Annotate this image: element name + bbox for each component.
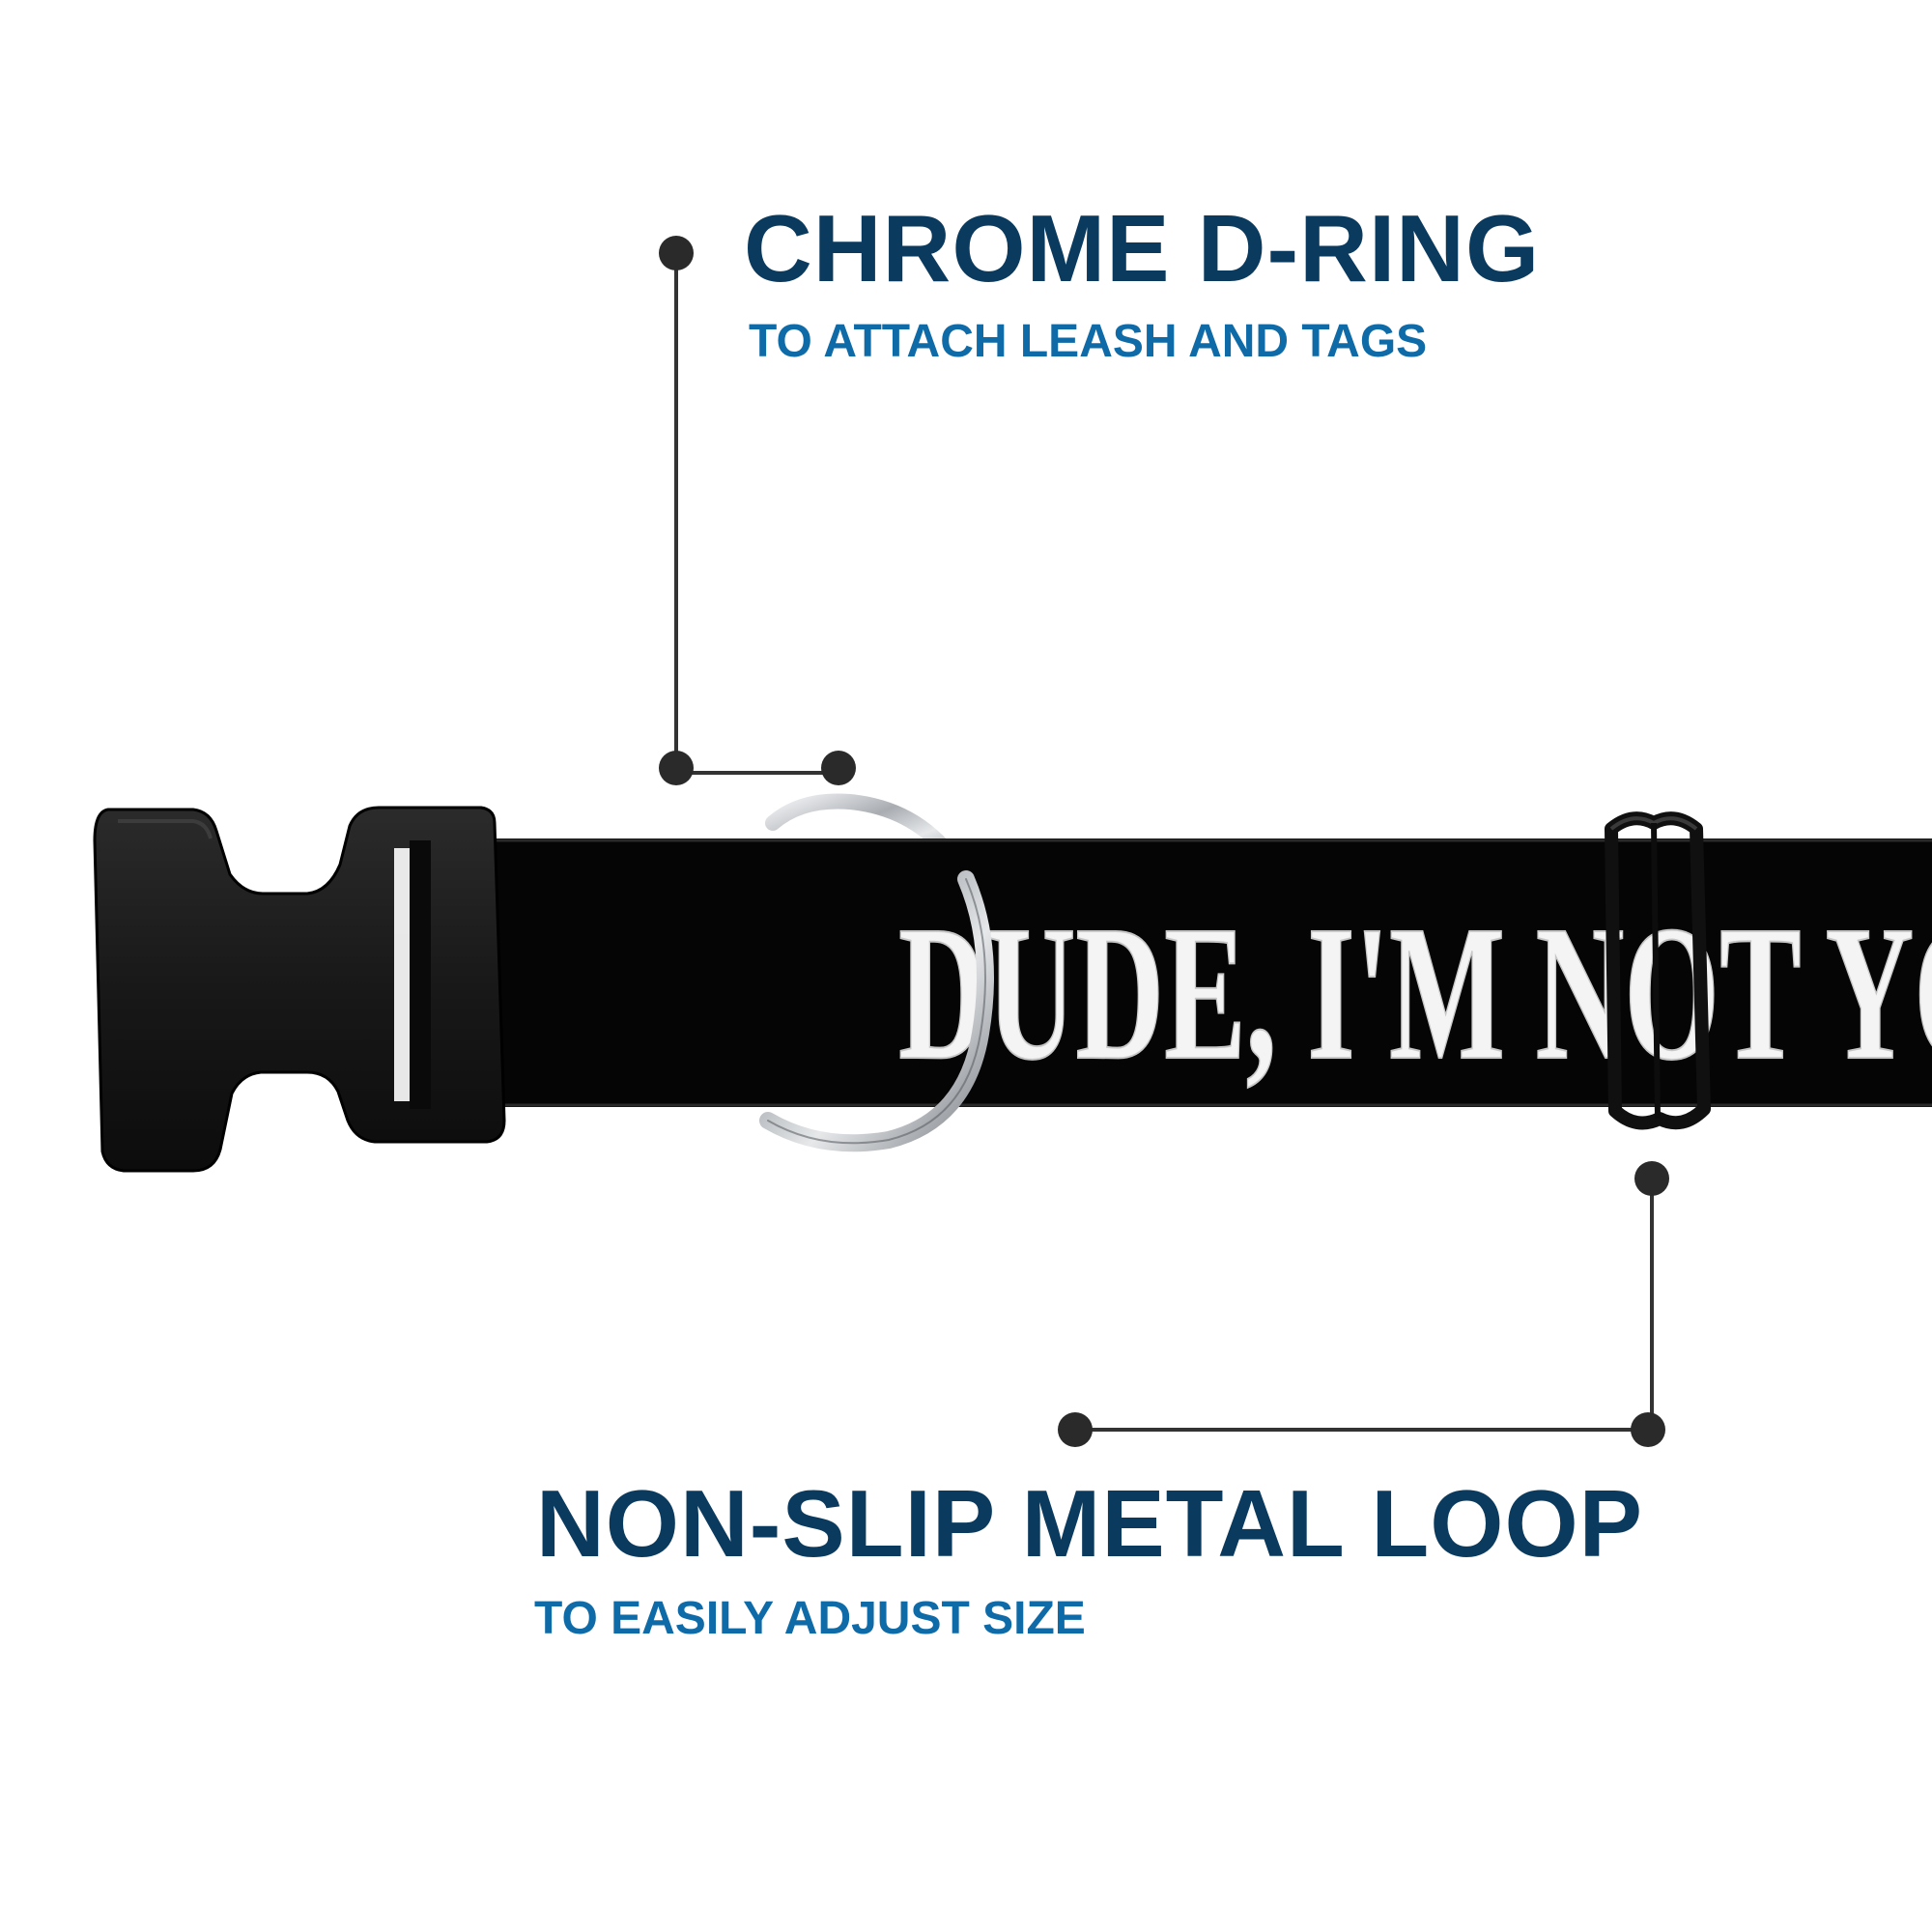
d-ring-leader-dot-top (659, 236, 694, 270)
d-ring-callout-subtitle: TO ATTACH LEASH AND TAGS (749, 316, 1428, 367)
d-ring-leader-dot-corner (659, 751, 694, 785)
loop-leader-dot-top (1634, 1161, 1669, 1196)
non-slip-loop-icon (1605, 811, 1711, 1130)
side-release-buckle (93, 806, 506, 1173)
d-ring-leader-dot-end (821, 751, 856, 785)
d-ring-leader (659, 236, 856, 785)
collar-print-text: DUDE, I'M NOT YO (898, 887, 1932, 1100)
loop-callout-title: NON-SLIP METAL LOOP (536, 1470, 1644, 1577)
loop-leader (1058, 1161, 1669, 1447)
collar-strap: DUDE, I'M NOT YO (406, 838, 1932, 1107)
loop-leader-dot-end (1058, 1412, 1093, 1447)
d-ring-callout-title: CHROME D-RING (744, 195, 1541, 301)
loop-callout-subtitle: TO EASILY ADJUST SIZE (534, 1593, 1086, 1644)
loop-leader-dot-corner (1631, 1412, 1665, 1447)
